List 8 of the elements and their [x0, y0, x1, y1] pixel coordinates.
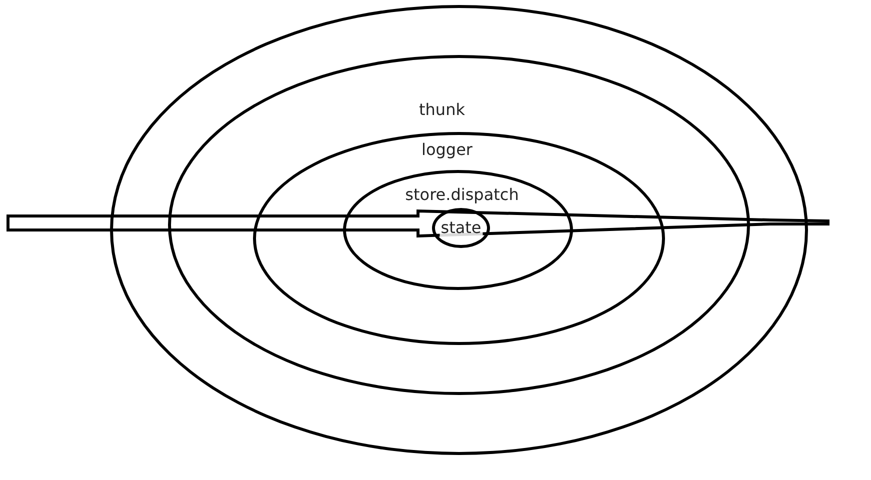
layer-label: store.dispatch	[404, 186, 520, 204]
layer-label: state	[440, 219, 482, 237]
layer-ellipse	[343, 170, 573, 290]
layer-label: logger	[420, 141, 474, 159]
layer-ellipse	[253, 132, 665, 345]
layer-ellipse	[168, 55, 750, 395]
ring-ellipse	[110, 5, 808, 455]
layer-ellipse	[432, 208, 490, 248]
